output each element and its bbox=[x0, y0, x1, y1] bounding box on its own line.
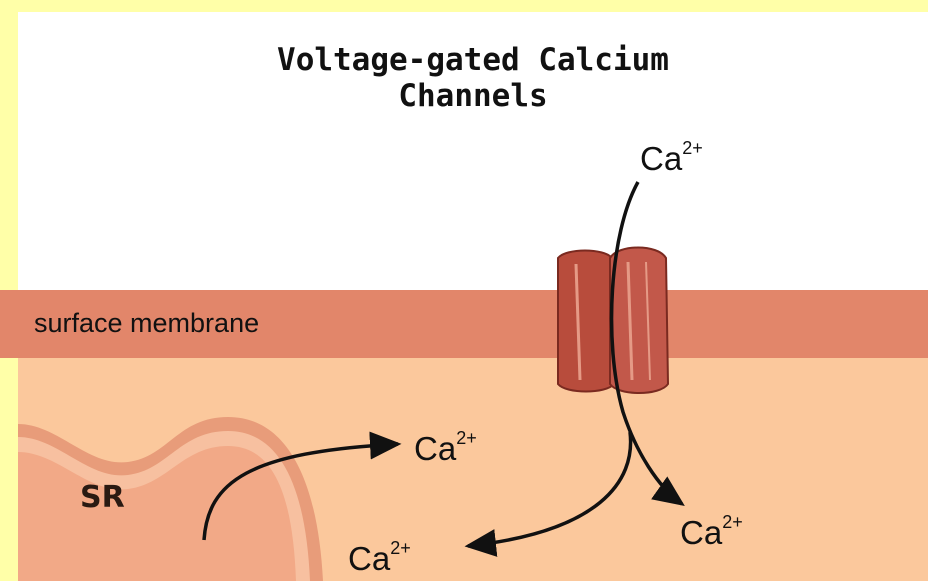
ca-ion-cytosol: Ca2+ bbox=[348, 540, 411, 578]
ca-ion-extracellular: Ca2+ bbox=[640, 140, 703, 178]
sr-label: SR bbox=[80, 480, 125, 515]
release-arrow-to-cytosol bbox=[468, 432, 631, 546]
ca-ion-sr-released: Ca2+ bbox=[414, 430, 477, 468]
sarcoplasmic-reticulum bbox=[18, 417, 323, 581]
ca-ion-channel-influx: Ca2+ bbox=[680, 514, 743, 552]
membrane-edge bbox=[0, 290, 18, 358]
channel-right-subunit bbox=[610, 248, 668, 394]
channel-left-subunit bbox=[558, 251, 614, 392]
diagram-art bbox=[18, 12, 928, 581]
diagram-canvas: Voltage-gated Calcium Channels surface m… bbox=[18, 12, 928, 581]
